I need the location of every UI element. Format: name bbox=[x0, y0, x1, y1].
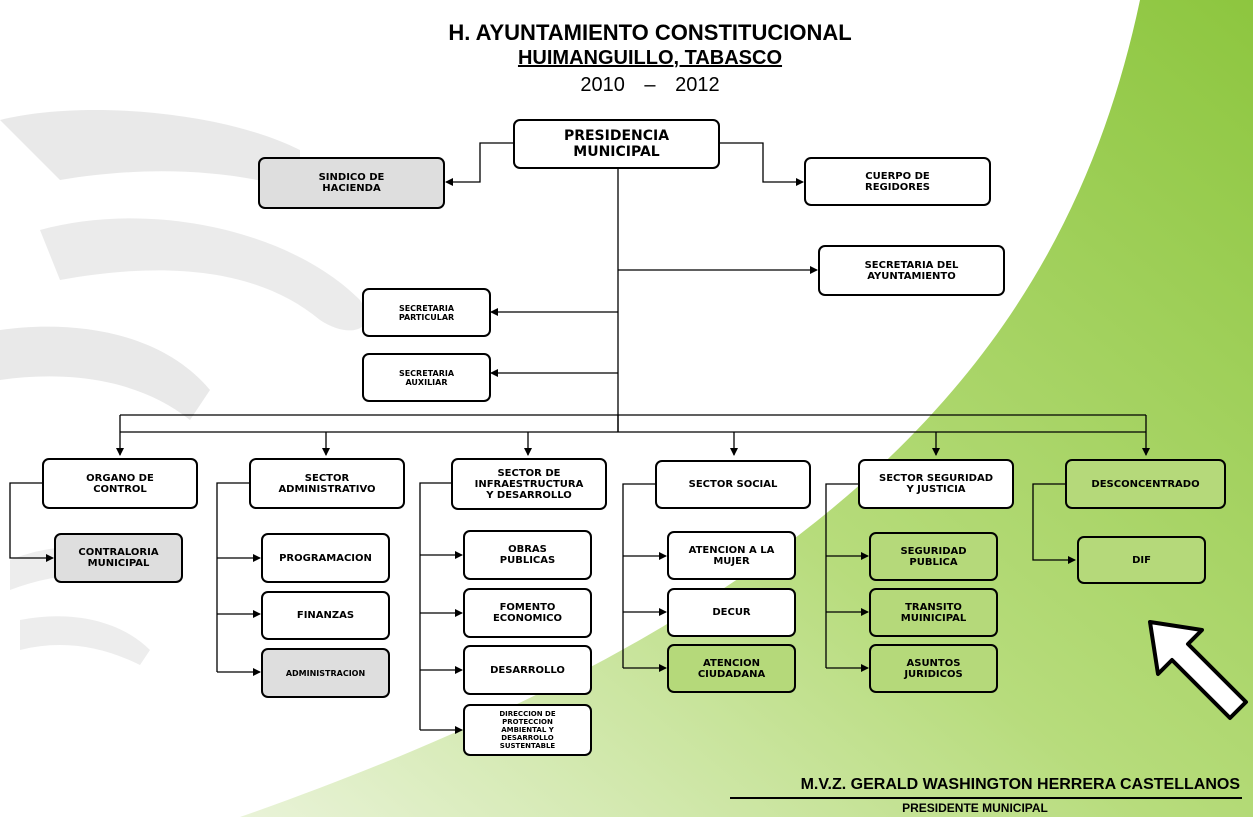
box-atencion-mujer: ATENCION A LA MUJER bbox=[667, 531, 796, 580]
box-secretaria-particular: SECRETARIA PARTICULAR bbox=[362, 288, 491, 337]
box-sector-seguridad: SECTOR SEGURIDAD Y JUSTICIA bbox=[858, 459, 1014, 509]
box-fomento-economico: FOMENTO ECONOMICO bbox=[463, 588, 592, 638]
footer-presidente-role: PRESIDENTE MUNICIPAL bbox=[902, 801, 1048, 815]
box-presidencia-municipal: PRESIDENCIA MUNICIPAL bbox=[513, 119, 720, 169]
box-desconcentrado: DESCONCENTRADO bbox=[1065, 459, 1226, 509]
box-seguridad-publica: SEGURIDAD PUBLICA bbox=[869, 532, 998, 581]
watermark-face-3 bbox=[0, 326, 210, 420]
box-finanzas: FINANZAS bbox=[261, 591, 390, 640]
box-organo-control: ORGANO DE CONTROL bbox=[42, 458, 198, 509]
box-sector-social: SECTOR SOCIAL bbox=[655, 460, 811, 509]
box-secretaria-ayuntamiento: SECRETARIA DEL AYUNTAMIENTO bbox=[818, 245, 1005, 296]
box-asuntos-juridicos: ASUNTOS JURIDICOS bbox=[869, 644, 998, 693]
watermark-face-1 bbox=[0, 110, 300, 190]
org-chart-subtitle: HUIMANGUILLO, TABASCO bbox=[517, 47, 783, 69]
watermark-face-2 bbox=[40, 218, 367, 331]
box-obras-publicas: OBRAS PUBLICAS bbox=[463, 530, 592, 580]
box-transito-municipal: TRANSITO MUINICIPAL bbox=[869, 588, 998, 637]
box-sector-administrativo: SECTOR ADMINISTRATIVO bbox=[249, 458, 405, 509]
org-chart-title: H. AYUNTAMIENTO CONSTITUCIONAL bbox=[448, 20, 852, 45]
box-cuerpo-regidores: CUERPO DE REGIDORES bbox=[804, 157, 991, 206]
footer-presidente-name: M.V.Z. GERALD WASHINGTON HERRERA CASTELL… bbox=[800, 776, 1240, 793]
box-programacion: PROGRAMACION bbox=[261, 533, 390, 583]
green-swoosh bbox=[240, 0, 1253, 817]
outline-arrow-icon bbox=[1148, 620, 1248, 720]
box-decur: DECUR bbox=[667, 588, 796, 637]
footer-divider bbox=[730, 797, 1242, 799]
watermark-face-5 bbox=[20, 616, 150, 665]
box-dif: DIF bbox=[1077, 536, 1206, 584]
box-atencion-ciudadana: ATENCION CIUDADANA bbox=[667, 644, 796, 693]
box-sindico-hacienda: SINDICO DE HACIENDA bbox=[258, 157, 445, 209]
box-administracion: ADMINISTRACION bbox=[261, 648, 390, 698]
box-direccion-proteccion-ambiental: DIRECCION DE PROTECCION AMBIENTAL Y DESA… bbox=[463, 704, 592, 756]
box-secretaria-auxiliar: SECRETARIA AUXILIAR bbox=[362, 353, 491, 402]
box-sector-infraestructura: SECTOR DE INFRAESTRUCTURA Y DESARROLLO bbox=[451, 458, 607, 510]
org-chart-period: 2010 – 2012 bbox=[580, 74, 720, 96]
box-desarrollo: DESARROLLO bbox=[463, 645, 592, 695]
box-contraloria-municipal: CONTRALORIA MUNICIPAL bbox=[54, 533, 183, 583]
